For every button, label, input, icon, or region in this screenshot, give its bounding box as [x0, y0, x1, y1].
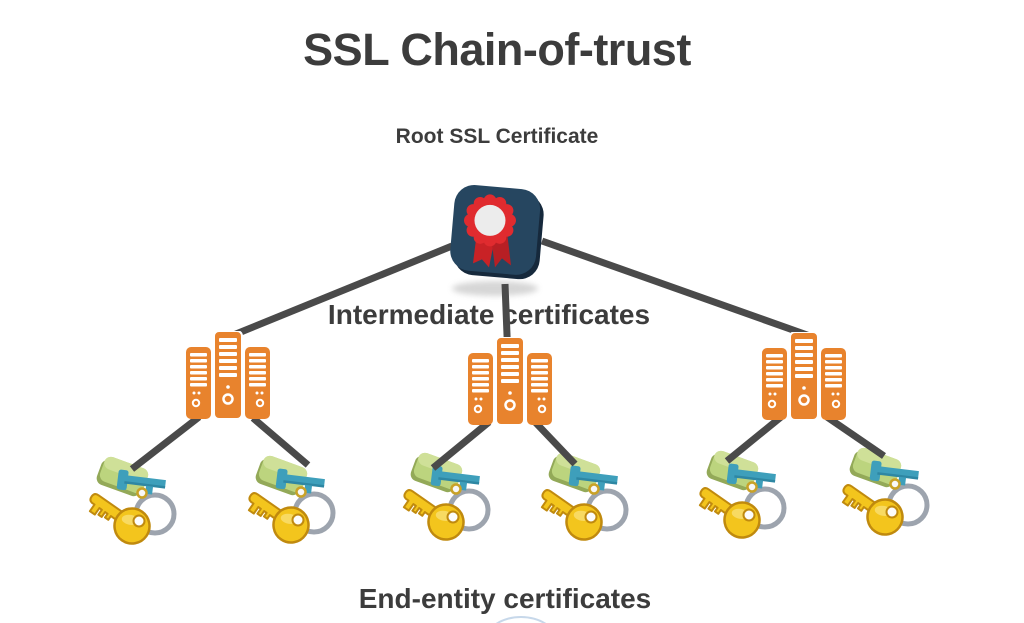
connector-line: [724, 414, 784, 464]
connector-line: [540, 237, 812, 340]
intermediate-certificates-label: Intermediate certificates: [327, 299, 651, 330]
connector-line: [825, 414, 886, 459]
connector-line: [532, 419, 578, 467]
server-icon-intermediate-3: [762, 332, 846, 420]
root-certificate-shadow: [452, 281, 538, 296]
end-entity-certificates-label: End-entity certificates: [358, 583, 652, 614]
page-title: SSL Chain-of-trust: [303, 24, 691, 75]
server-icon-intermediate-2: [468, 337, 552, 425]
server-icon-intermediate-1: [186, 331, 270, 419]
connector-line: [250, 415, 311, 468]
connector-line: [229, 242, 454, 340]
connector-line: [430, 419, 492, 471]
root-certificate-label: Root SSL Certificate: [395, 125, 599, 148]
certificate-badge-icon: [450, 185, 544, 280]
connector-line: [129, 414, 202, 472]
